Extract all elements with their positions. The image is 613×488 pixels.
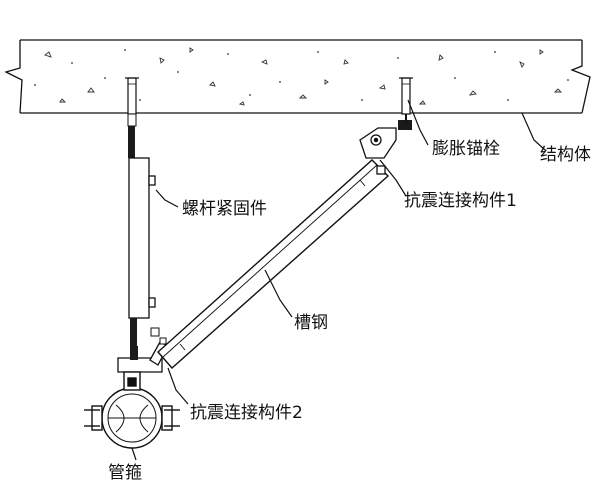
label-expansion-anchor: 膨胀锚栓	[432, 139, 500, 159]
hanger-rod-lower	[130, 318, 137, 358]
leader-lines	[131, 99, 546, 461]
connector-2-bracket	[117, 341, 169, 373]
label-pipe-clamp: 管箍	[108, 463, 142, 483]
label-structure: 结构体	[540, 145, 591, 165]
screw-rod-fastener	[128, 157, 156, 319]
label-channel-steel: 槽钢	[294, 313, 328, 333]
label-connector-2: 抗震连接构件2	[190, 403, 303, 423]
left-anchor-bolt	[125, 77, 139, 115]
concrete-slab	[4, 39, 591, 114]
label-screw-rod-fastener: 螺杆紧固件	[182, 199, 267, 219]
connector-1	[359, 120, 412, 175]
concrete-aggregate	[44, 47, 563, 106]
channel-steel	[157, 159, 390, 369]
channel-bottom-bolts	[150, 327, 167, 345]
label-connector-1: 抗震连接构件1	[404, 191, 517, 211]
hanger-rod-upper	[127, 113, 137, 158]
pipe-clamp	[84, 371, 180, 449]
concrete-dots	[34, 49, 569, 101]
